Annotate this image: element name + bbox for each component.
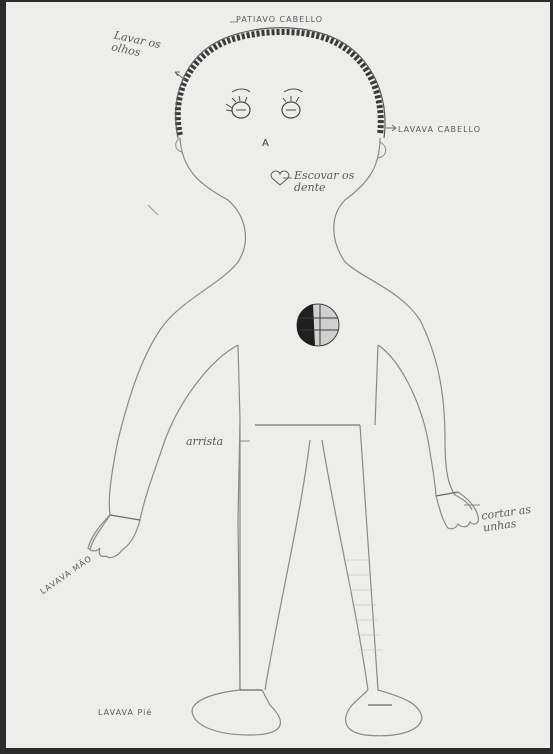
label-mouth: Escovar os dente — [294, 170, 360, 194]
label-feet: LAVAVA Pié — [98, 707, 152, 719]
left-eye — [226, 96, 250, 118]
leg-left-outer — [192, 425, 280, 735]
arrow-eyes — [175, 72, 185, 80]
right-eyebrow — [284, 89, 302, 92]
left-eyebrow — [232, 89, 250, 92]
leg-inner-right — [322, 440, 368, 690]
body-outline-left — [90, 138, 245, 550]
left-arm-inner — [140, 345, 238, 520]
torso-right — [375, 345, 378, 425]
stray-mark — [148, 205, 158, 215]
hair-outline — [176, 28, 385, 138]
left-wrist — [110, 515, 140, 520]
right-hand — [436, 492, 478, 529]
leg-right-outer — [346, 425, 422, 736]
arrow-hair-right — [386, 125, 396, 131]
leg-shading — [345, 560, 382, 650]
right-arm-inner — [378, 345, 436, 496]
label-top-center: PATIAVO CABELLO — [236, 14, 323, 26]
label-right-head: LAVAVA CABELLO — [398, 124, 481, 136]
leg-inner-left — [265, 440, 310, 690]
right-eye — [282, 96, 300, 118]
face-mark: A — [262, 138, 270, 150]
chest-heart-icon — [297, 304, 339, 346]
label-waist: arrista — [186, 436, 223, 448]
